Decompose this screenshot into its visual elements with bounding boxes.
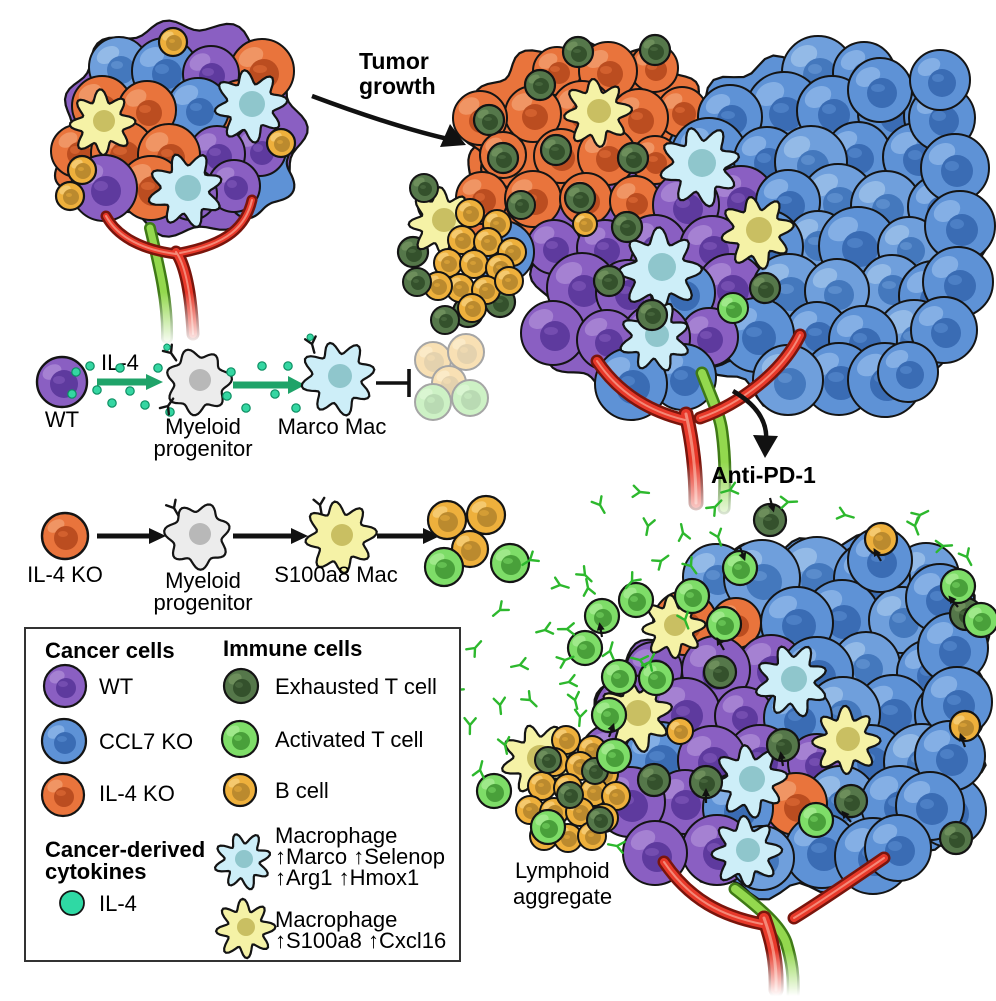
svg-text:↑Marco ↑Selenop: ↑Marco ↑Selenop — [275, 844, 445, 869]
svg-text:S100a8 Mac: S100a8 Mac — [274, 562, 398, 587]
svg-text:↑S100a8 ↑Cxcl16: ↑S100a8 ↑Cxcl16 — [275, 928, 446, 953]
svg-text:Cancer-derived: Cancer-derived — [45, 837, 205, 862]
svg-text:IL-4 KO: IL-4 KO — [99, 781, 175, 806]
svg-text:B cell: B cell — [275, 778, 329, 803]
svg-text:Myeloid: Myeloid — [165, 568, 241, 593]
svg-text:Activated T cell: Activated T cell — [275, 727, 423, 752]
svg-text:Tumor: Tumor — [359, 48, 429, 74]
svg-text:cytokines: cytokines — [45, 859, 147, 884]
svg-text:Macrophage: Macrophage — [275, 907, 397, 932]
svg-text:growth: growth — [359, 73, 436, 99]
svg-text:WT: WT — [99, 674, 133, 699]
svg-text:Marco Mac: Marco Mac — [278, 414, 387, 439]
svg-text:progenitor: progenitor — [153, 590, 252, 615]
svg-text:Lymphoid: Lymphoid — [515, 858, 610, 883]
svg-text:Macrophage: Macrophage — [275, 823, 397, 848]
svg-text:Immune cells: Immune cells — [223, 636, 362, 661]
svg-text:Exhausted T cell: Exhausted T cell — [275, 674, 437, 699]
svg-text:progenitor: progenitor — [153, 436, 252, 461]
svg-text:Myeloid: Myeloid — [165, 414, 241, 439]
svg-text:Cancer cells: Cancer cells — [45, 638, 175, 663]
svg-text:CCL7 KO: CCL7 KO — [99, 729, 193, 754]
svg-text:WT: WT — [45, 407, 79, 432]
svg-text:IL-4: IL-4 — [99, 891, 137, 916]
svg-text:Anti-PD-1: Anti-PD-1 — [711, 462, 816, 488]
svg-text:↑Arg1 ↑Hmox1: ↑Arg1 ↑Hmox1 — [275, 865, 419, 890]
svg-text:IL-4 KO: IL-4 KO — [27, 562, 103, 587]
svg-text:aggregate: aggregate — [513, 884, 612, 909]
